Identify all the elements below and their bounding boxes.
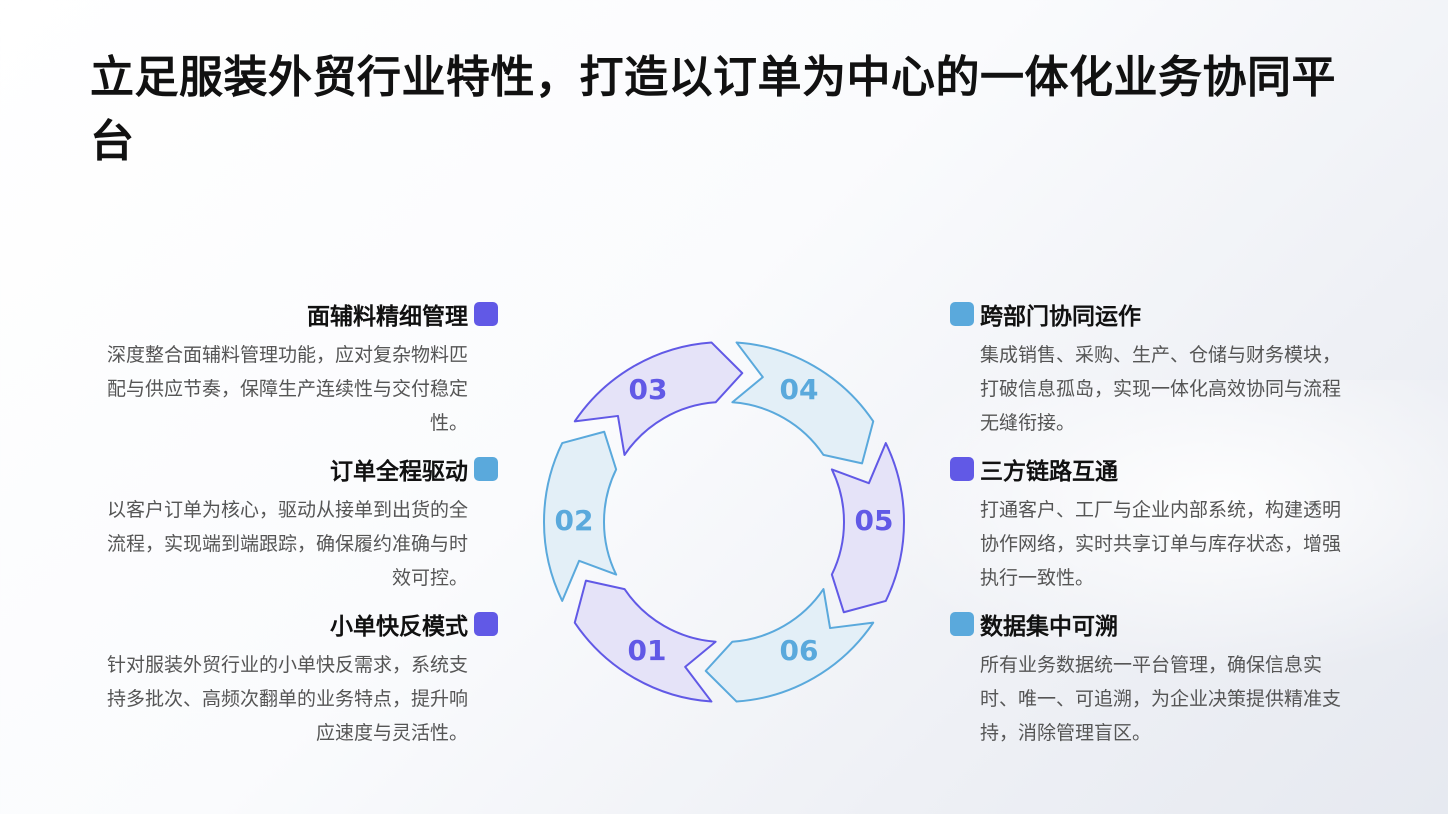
feature-item-left-3: 小单快反模式 针对服装外贸行业的小单快反需求，系统支持多批次、高频次翻单的业务特… xyxy=(98,610,498,750)
cycle-arrow-segment-02 xyxy=(543,430,618,602)
feature-item-right-2: 三方链路互通 打通客户、工厂与企业内部系统，构建透明协作网络，实时共享订单与库存… xyxy=(950,455,1350,595)
cycle-segment-labels: 01 02 03 04 05 06 xyxy=(555,373,894,667)
purple-square-marker xyxy=(474,612,498,636)
feature-description: 深度整合面辅料管理功能，应对复杂物料匹配与供应节奏，保障生产连续性与交付稳定性。 xyxy=(106,344,468,434)
feature-title: 数据集中可溯 xyxy=(980,614,1118,640)
segment-label-04: 04 xyxy=(780,373,819,406)
feature-item-right-1: 跨部门协同运作 集成销售、采购、生产、仓储与财务模块，打破信息孤岛，实现一体化高… xyxy=(950,300,1350,440)
blue-square-marker xyxy=(474,457,498,481)
feature-header: 三方链路互通 xyxy=(950,455,1350,489)
feature-header: 面辅料精细管理 xyxy=(98,300,498,334)
cycle-arrow-segment-05 xyxy=(830,442,905,614)
purple-square-marker xyxy=(950,457,974,481)
feature-header: 跨部门协同运作 xyxy=(950,300,1350,334)
cycle-arrow-segment-06 xyxy=(704,588,875,703)
purple-square-marker xyxy=(474,302,498,326)
feature-description: 针对服装外贸行业的小单快反需求，系统支持多批次、高频次翻单的业务特点，提升响应速… xyxy=(106,654,468,744)
segment-label-03: 03 xyxy=(629,373,668,406)
segment-label-05: 05 xyxy=(855,504,894,537)
cycle-segments xyxy=(543,341,905,703)
page-title: 立足服装外贸行业特性，打造以订单为中心的一体化业务协同平台 xyxy=(90,52,1336,167)
feature-item-left-1: 面辅料精细管理 深度整合面辅料管理功能，应对复杂物料匹配与供应节奏，保障生产连续… xyxy=(98,300,498,440)
feature-header: 订单全程驱动 xyxy=(98,455,498,489)
blue-square-marker xyxy=(950,302,974,326)
feature-description: 所有业务数据统一平台管理，确保信息实时、唯一、可追溯，为企业决策提供精准支持，消… xyxy=(980,654,1342,744)
feature-description: 打通客户、工厂与企业内部系统，构建透明协作网络，实时共享订单与库存状态，增强执行… xyxy=(980,499,1342,589)
cycle-arrow-segment-03 xyxy=(573,341,744,456)
segment-label-01: 01 xyxy=(628,634,667,667)
feature-title: 跨部门协同运作 xyxy=(980,304,1141,330)
feature-header: 数据集中可溯 xyxy=(950,610,1350,644)
feature-item-right-3: 数据集中可溯 所有业务数据统一平台管理，确保信息实时、唯一、可追溯，为企业决策提… xyxy=(950,610,1350,750)
cycle-arrow-segment-01 xyxy=(573,579,717,703)
segment-label-02: 02 xyxy=(555,504,594,537)
feature-description: 以客户订单为核心，驱动从接单到出货的全流程，实现端到端跟踪，确保履约准确与时效可… xyxy=(106,499,468,589)
segment-label-06: 06 xyxy=(780,634,819,667)
feature-title: 小单快反模式 xyxy=(330,614,468,640)
cycle-diagram: 01 02 03 04 05 06 xyxy=(543,341,905,703)
feature-title: 订单全程驱动 xyxy=(330,459,468,485)
feature-description: 集成销售、采购、生产、仓储与财务模块，打破信息孤岛，实现一体化高效协同与流程无缝… xyxy=(980,344,1342,434)
blue-square-marker xyxy=(950,612,974,636)
feature-title: 三方链路互通 xyxy=(980,459,1118,485)
feature-item-left-2: 订单全程驱动 以客户订单为核心，驱动从接单到出货的全流程，实现端到端跟踪，确保履… xyxy=(98,455,498,595)
feature-header: 小单快反模式 xyxy=(98,610,498,644)
cycle-arrow-segment-04 xyxy=(731,341,875,465)
feature-title: 面辅料精细管理 xyxy=(307,304,468,330)
